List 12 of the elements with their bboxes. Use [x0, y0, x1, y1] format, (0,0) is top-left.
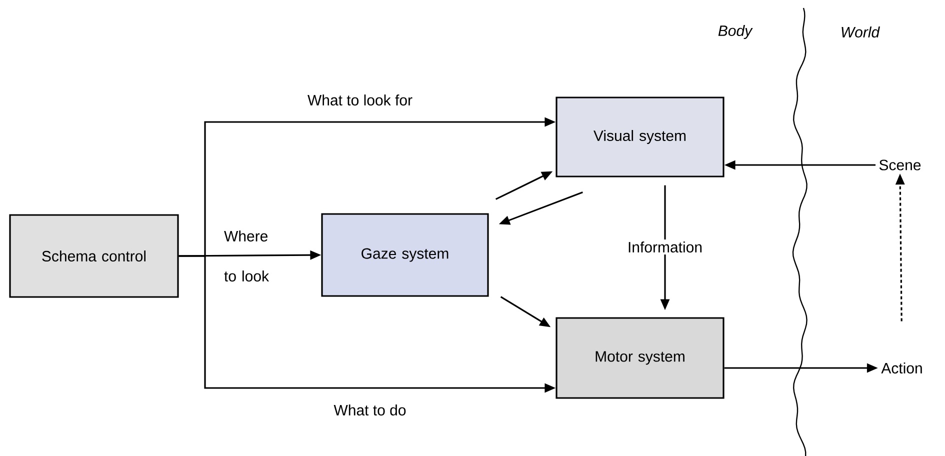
edge-label: What to look for	[308, 94, 412, 106]
process-box: Motor system	[556, 317, 724, 399]
text-label: Action	[881, 362, 922, 374]
region-label: Body	[718, 25, 753, 39]
process-box: Schema control	[9, 214, 179, 298]
process-box: Gaze system	[321, 213, 489, 297]
process-box: Visual system	[556, 96, 724, 178]
text-label: Scene	[879, 160, 921, 170]
edge-label: Where to look	[224, 230, 270, 282]
edge-label: What to do	[334, 404, 406, 416]
edge-label: Information	[626, 240, 705, 254]
region-label: World	[842, 26, 880, 38]
